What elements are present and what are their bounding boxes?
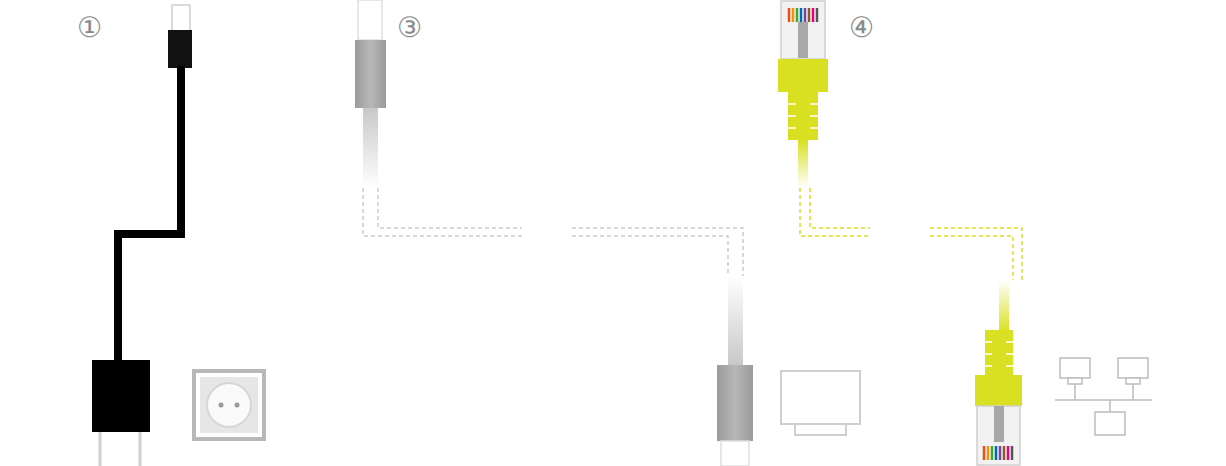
- callout-number: ③: [397, 14, 422, 42]
- power-cable: [92, 5, 192, 466]
- callout-number: ①: [77, 14, 102, 42]
- video-cable: [355, 0, 753, 466]
- network-cable: [778, 1, 1022, 465]
- socket-icon: [194, 371, 264, 439]
- network-icon: [1055, 358, 1152, 435]
- monitor-icon: [781, 371, 860, 435]
- callout-number: ④: [849, 14, 874, 42]
